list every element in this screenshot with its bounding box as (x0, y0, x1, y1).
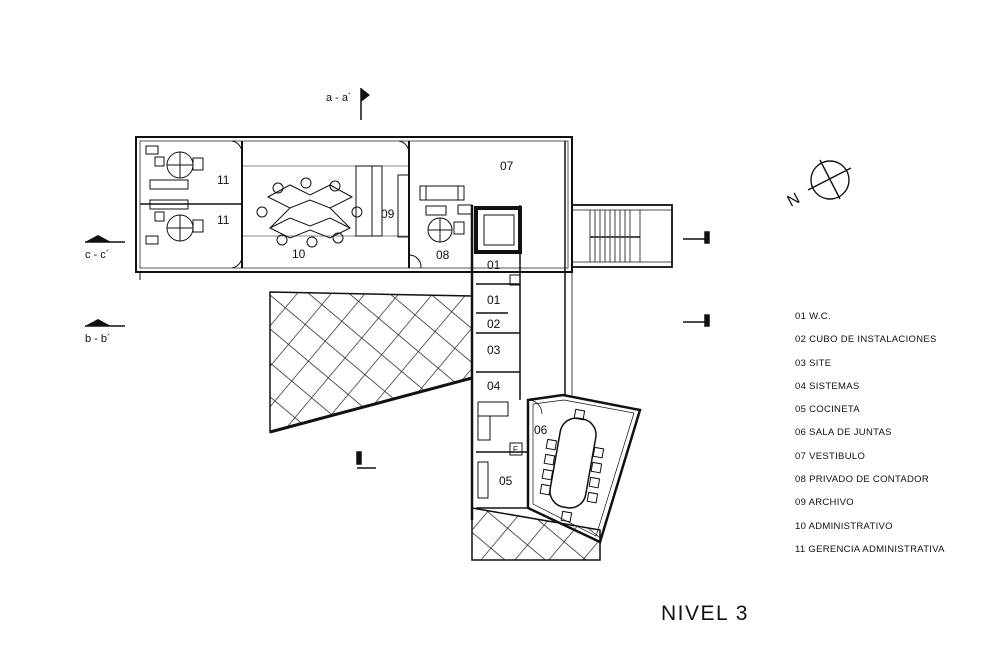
vestibule-walls (564, 137, 573, 395)
legend-item: 05 COCINETA (795, 404, 860, 416)
service-core (470, 205, 529, 520)
meeting-room (526, 393, 642, 544)
north-arrow: N (785, 159, 852, 211)
room-label-07: 07 (500, 159, 514, 173)
room-label-03: 03 (487, 343, 501, 357)
section-label-a: a - a´ (326, 92, 352, 104)
stair-bridge (571, 204, 673, 268)
section-marker-c: c - c´ (85, 235, 125, 261)
office-furniture-08 (397, 174, 473, 269)
room-label-01a: 01 (487, 258, 501, 272)
section-marker-a: a - a´ (326, 88, 370, 120)
legend-item: 06 SALA DE JUNTAS (795, 427, 892, 439)
workstations-10 (242, 140, 410, 248)
room-label-11a: 11 (217, 173, 230, 187)
section-ticks (356, 231, 710, 469)
room-label-11b: 11 (217, 213, 230, 227)
room-label-09: 09 (381, 207, 395, 221)
canopy-lattice (269, 291, 473, 434)
legend-item: 10 ADMINISTRATIVO (795, 520, 893, 532)
legend-item: 11 GERENCIA ADMINISTRATIVA (795, 543, 945, 555)
legend-item: 04 SISTEMAS (795, 380, 860, 392)
section-label-c: c - c´ (85, 249, 109, 261)
legend-item: 08 PRIVADO DE CONTADOR (795, 474, 929, 486)
room-label-08: 08 (436, 248, 450, 262)
room-legend: 01 W.C. 02 CUBO DE INSTALACIONES 03 SITE… (795, 310, 945, 566)
room-label-06: 06 (534, 423, 548, 437)
legend-item: 09 ARCHIVO (795, 497, 854, 509)
legend-item: 03 SITE (795, 357, 832, 369)
room-label-05: 05 (499, 474, 513, 488)
legend-item: 02 CUBO DE INSTALACIONES (795, 334, 937, 346)
legend-item: 01 W.C. (795, 311, 831, 322)
section-label-b: b - b´ (85, 333, 111, 345)
room-label-10: 10 (292, 247, 306, 261)
legend-item: 07 VESTIBULO (795, 450, 866, 462)
section-marker-b: b - b´ (85, 319, 125, 345)
room-label-f: F (513, 445, 518, 454)
room-label-02: 02 (487, 317, 501, 331)
north-label: N (785, 190, 803, 210)
room-label-04: 04 (487, 379, 501, 393)
room-labels: 11 11 10 09 08 07 01 01 02 03 04 05 06 F (217, 159, 548, 488)
office-furniture-11 (145, 140, 243, 269)
plan-title: NIVEL 3 (661, 602, 749, 625)
room-label-01b: 01 (487, 293, 501, 307)
